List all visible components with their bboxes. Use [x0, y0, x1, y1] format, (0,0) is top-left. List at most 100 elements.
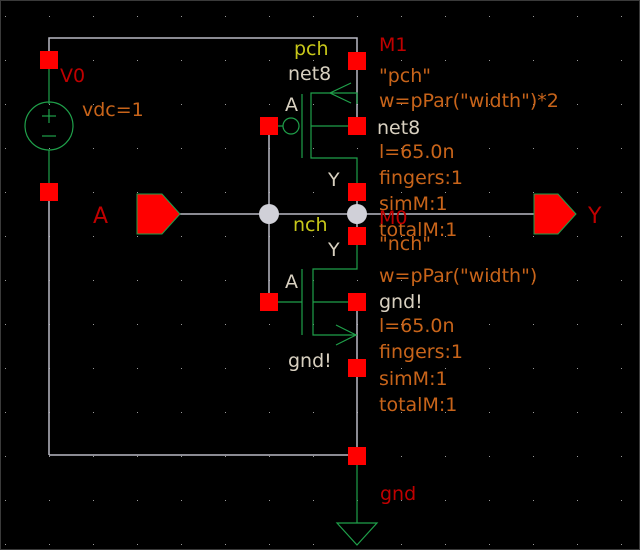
grid-dot: [401, 104, 402, 105]
grid-dot: [93, 104, 94, 105]
grid-dot: [533, 324, 534, 325]
grid-dot: [49, 456, 50, 457]
grid-dot: [225, 192, 226, 193]
grid-dot: [93, 280, 94, 281]
grid-dot: [5, 192, 6, 193]
nmos-param-2: fingers:1: [379, 341, 463, 363]
grid-dot: [225, 280, 226, 281]
grid-dot: [137, 368, 138, 369]
terminal-m1-source[interactable]: [348, 52, 366, 70]
grid-dot: [5, 368, 6, 369]
terminal-m1-drain[interactable]: [348, 183, 366, 201]
grid-dot: [181, 368, 182, 369]
grid-dot: [357, 16, 358, 17]
terminal-m0-body[interactable]: [348, 293, 366, 311]
grid-dot: [401, 500, 402, 501]
grid-dot: [49, 16, 50, 17]
grid-dot: [445, 324, 446, 325]
grid-dot: [93, 236, 94, 237]
grid-dot: [181, 236, 182, 237]
grid-dot: [181, 104, 182, 105]
ground-icon: [335, 522, 379, 546]
grid-dot: [401, 544, 402, 545]
grid-dot: [401, 148, 402, 149]
grid-dot: [313, 60, 314, 61]
ground-label: gnd: [380, 483, 416, 505]
grid-dot: [225, 412, 226, 413]
grid-dot: [577, 280, 578, 281]
grid-dot: [533, 148, 534, 149]
grid-dot: [225, 500, 226, 501]
grid-dot: [5, 544, 6, 545]
input-pin-a[interactable]: [136, 193, 181, 235]
nmos-source-arrow-icon: [335, 324, 358, 346]
grid-dot: [445, 412, 446, 413]
grid-dot: [577, 500, 578, 501]
terminal-m1-body[interactable]: [348, 117, 366, 135]
grid-dot: [445, 544, 446, 545]
source-param-label: vdc=1: [82, 99, 144, 121]
grid-dot: [445, 368, 446, 369]
grid-dot: [181, 192, 182, 193]
grid-dot: [533, 280, 534, 281]
grid-dot: [621, 500, 622, 501]
output-pin-y[interactable]: [533, 193, 577, 235]
wire-vdd[interactable]: [48, 37, 358, 104]
grid-dot: [577, 104, 578, 105]
grid-dot: [313, 456, 314, 457]
grid-dot: [577, 412, 578, 413]
grid-dot: [181, 148, 182, 149]
nmos-body-net-label: gnd!: [379, 291, 423, 313]
grid-dot: [577, 544, 578, 545]
grid-dot: [5, 148, 6, 149]
pmos-param-3: simM:1: [379, 193, 448, 215]
grid-dot: [225, 368, 226, 369]
grid-dot: [401, 368, 402, 369]
nmos-transistor-m0[interactable]: [275, 242, 358, 346]
nmos-param-1: l=65.0n: [379, 315, 455, 337]
terminals: [40, 51, 366, 465]
pmos-param-0: w=pPar("width")*2: [379, 90, 559, 112]
terminal-v0-minus[interactable]: [40, 183, 58, 201]
grid-dot: [489, 324, 490, 325]
grid-dot: [269, 16, 270, 17]
terminal-m1-gate[interactable]: [260, 117, 278, 135]
terminal-m0-gate[interactable]: [260, 293, 278, 311]
grid-dot: [181, 500, 182, 501]
grid-dot: [181, 324, 182, 325]
grid-dot: [401, 60, 402, 61]
grid-dot: [93, 500, 94, 501]
grid-dot: [225, 544, 226, 545]
pmos-transistor-m1[interactable]: [275, 82, 358, 186]
grid-dot: [49, 104, 50, 105]
grid-dot: [489, 236, 490, 237]
grid-dot: [489, 192, 490, 193]
grid-dot: [137, 60, 138, 61]
grid-dot: [533, 500, 534, 501]
grid-dot: [401, 236, 402, 237]
grid-dot: [137, 104, 138, 105]
terminal-gnd[interactable]: [348, 447, 366, 465]
grid-dot: [181, 544, 182, 545]
grid-dot: [269, 412, 270, 413]
grid-dot: [225, 16, 226, 17]
grid-dot: [137, 544, 138, 545]
ground-symbol[interactable]: [335, 463, 379, 546]
grid-dot: [225, 324, 226, 325]
grid-dot: [445, 148, 446, 149]
pmos-top-net-label: net8: [288, 63, 331, 85]
grid-dot: [445, 280, 446, 281]
terminal-v0-plus[interactable]: [40, 51, 58, 69]
grid-dot: [49, 544, 50, 545]
grid-dot: [181, 280, 182, 281]
voltage-source-v0[interactable]: [24, 66, 74, 186]
grid-dot: [533, 60, 534, 61]
junction-dot-y[interactable]: [347, 204, 367, 224]
pmos-cell-label: pch: [294, 38, 329, 60]
terminal-m0-drain[interactable]: [348, 227, 366, 245]
grid-dot: [93, 148, 94, 149]
junction-dot-a[interactable]: [259, 204, 279, 224]
terminal-m0-source[interactable]: [348, 359, 366, 377]
grid-dot: [313, 16, 314, 17]
